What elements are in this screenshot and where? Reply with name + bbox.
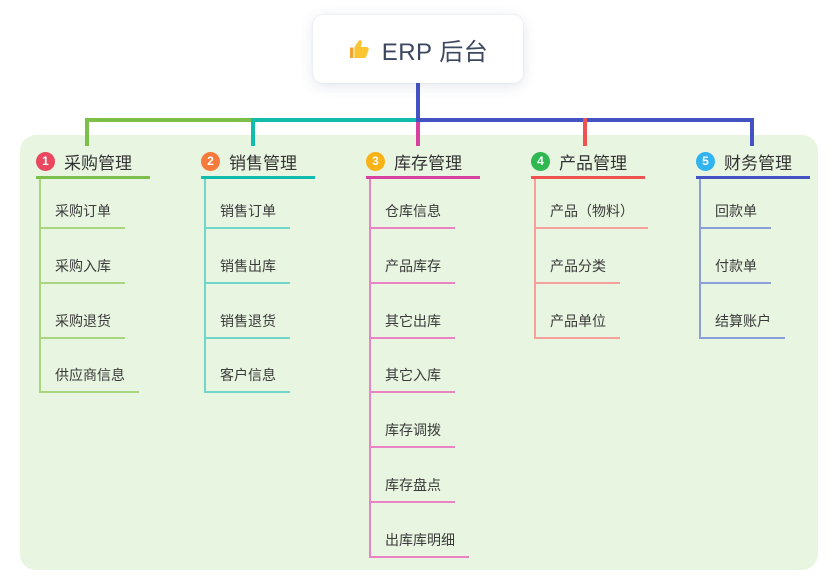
child-node[interactable]: 销售出库 (204, 256, 290, 284)
root-connector (416, 83, 420, 122)
branch-child-connector (39, 179, 41, 394)
branch-number-badge: 2 (201, 151, 220, 171)
branches-background-panel (20, 135, 818, 570)
root-node-erp[interactable]: ERP 后台 (313, 15, 523, 83)
branch-child-connector (534, 179, 536, 339)
branch-underline (201, 176, 315, 179)
branch-underline (696, 176, 810, 179)
branch-child-connector (369, 179, 371, 558)
branch-title: 库存管理 (394, 153, 462, 173)
branch-2: 2 销售管理 销售订单销售出库销售退货客户信息 (201, 148, 366, 570)
branch-underline (531, 176, 645, 179)
branch-header[interactable]: 3 库存管理 (366, 148, 462, 174)
branch-child-connector (204, 179, 206, 394)
child-node[interactable]: 回款单 (699, 201, 771, 229)
connector-drop-5 (750, 118, 754, 146)
child-node[interactable]: 供应商信息 (39, 365, 139, 394)
child-node[interactable]: 销售订单 (204, 201, 290, 229)
child-node[interactable]: 付款单 (699, 256, 771, 284)
child-node[interactable]: 出库库明细 (369, 530, 469, 558)
child-node[interactable]: 其它出库 (369, 311, 455, 339)
branch-title: 财务管理 (724, 153, 792, 173)
branch-1: 1 采购管理 采购订单采购入库采购退货供应商信息 (36, 148, 201, 570)
child-node[interactable]: 采购退货 (39, 311, 125, 339)
child-node[interactable]: 其它入库 (369, 365, 455, 394)
child-node[interactable]: 产品库存 (369, 256, 455, 284)
branch-header[interactable]: 1 采购管理 (36, 148, 132, 174)
branch-title: 采购管理 (64, 153, 132, 173)
branch-number-badge: 4 (531, 151, 550, 171)
branch-header[interactable]: 4 产品管理 (531, 148, 627, 174)
branch-5: 5 财务管理 回款单付款单结算账户 (696, 148, 839, 570)
child-node[interactable]: 采购入库 (39, 256, 125, 284)
child-node[interactable]: 产品（物料） (534, 201, 648, 229)
connector-horizontal-2 (251, 118, 420, 122)
connector-drop-4 (583, 118, 587, 146)
branch-header[interactable]: 5 财务管理 (696, 148, 792, 174)
branch-child-connector (699, 179, 701, 339)
child-node[interactable]: 仓库信息 (369, 201, 455, 229)
connector-drop-2 (251, 118, 255, 146)
branch-number-badge: 3 (366, 151, 385, 171)
child-node[interactable]: 产品分类 (534, 256, 620, 284)
connector-drop-1 (85, 118, 89, 146)
child-node[interactable]: 销售退货 (204, 311, 290, 339)
child-node[interactable]: 客户信息 (204, 365, 290, 394)
thumbs-up-icon (348, 37, 372, 61)
branch-number-badge: 5 (696, 151, 715, 171)
root-node-title: ERP 后台 (381, 38, 489, 66)
child-node[interactable]: 结算账户 (699, 311, 785, 339)
branch-header[interactable]: 2 销售管理 (201, 148, 297, 174)
child-node[interactable]: 库存调拨 (369, 420, 455, 449)
connector-drop-3 (416, 122, 420, 146)
branch-4: 4 产品管理 产品（物料） 产品分类产品单位 (531, 148, 696, 570)
branch-underline (36, 176, 150, 179)
child-node[interactable]: 产品单位 (534, 311, 620, 339)
connector-horizontal-1 (85, 118, 255, 122)
branch-title: 产品管理 (559, 153, 627, 173)
branch-underline (366, 176, 480, 179)
branch-3: 3 库存管理 仓库信息产品库存其它出库其它入库库存调拨库存盘点出库库明细 (366, 148, 531, 570)
child-node[interactable]: 采购订单 (39, 201, 125, 229)
branch-number-badge: 1 (36, 151, 55, 171)
branch-title: 销售管理 (229, 153, 297, 173)
child-node[interactable]: 库存盘点 (369, 475, 455, 503)
